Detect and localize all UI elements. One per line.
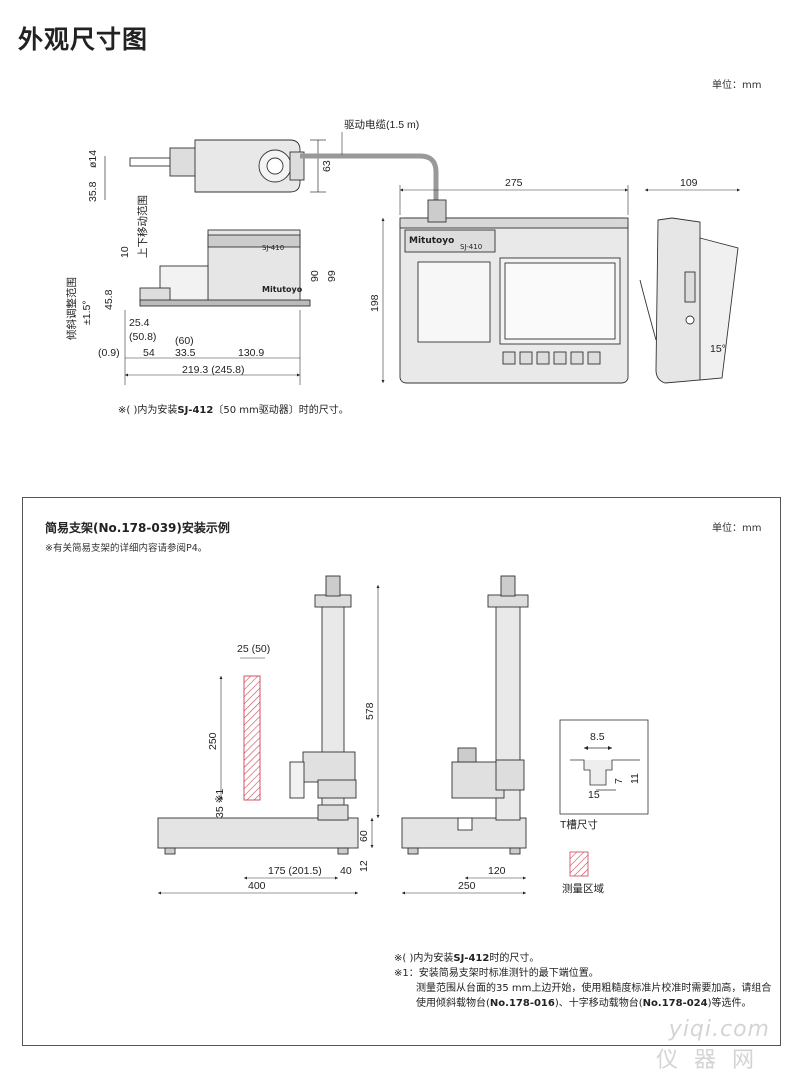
- tilt-label: 倾斜调整范围: [65, 277, 78, 340]
- page-title: 外观尺寸图: [18, 25, 149, 54]
- dim-109: 109: [680, 177, 698, 189]
- dim-60: 60: [358, 830, 370, 842]
- tilt-value: ±1.5°: [81, 300, 93, 325]
- dim-400: 400: [248, 880, 266, 892]
- dim-50-8: (50.8): [129, 331, 156, 343]
- dim-275: 275: [505, 177, 523, 189]
- main-unit-side: [639, 217, 739, 384]
- dim-phi14: ø14: [87, 150, 99, 168]
- updown-label: 上下移动范围: [136, 195, 149, 258]
- dim-63: 63: [321, 160, 333, 172]
- t-slot-label: T槽尺寸: [560, 818, 598, 831]
- detector-side-view: [139, 229, 311, 307]
- stand-subtitle: ※有关简易支架的详细内容请参阅P4。: [45, 543, 208, 554]
- dim-10: 10: [119, 246, 131, 258]
- stand-front: [157, 575, 359, 855]
- dim-90: 90: [309, 270, 321, 282]
- stand-section: [22, 497, 781, 1046]
- dim-54: 54: [143, 347, 155, 359]
- dim-99: 99: [326, 270, 338, 282]
- dim-250: 250: [207, 732, 219, 750]
- note-top: ※( )内为安装SJ-412〔50 mm驱动器〕时的尺寸。: [118, 405, 349, 416]
- dim-175: 175 (201.5): [268, 865, 322, 877]
- dim-40: 40: [340, 865, 352, 877]
- main-unit-front: [399, 199, 629, 384]
- dim-45-8: 45.8: [103, 289, 115, 310]
- stand-notes: ※( )内为安装SJ-412时的尺寸。 ※1：安装简易支架时标准测针的最下端位置…: [394, 953, 772, 1009]
- unit-model: SJ-410: [460, 243, 482, 251]
- t-15: 15: [588, 789, 600, 801]
- dim-35: 35 ※1: [214, 789, 226, 818]
- stand-side: [401, 575, 529, 855]
- dim-25-4: 25.4: [129, 317, 150, 329]
- watermark: yiqi.com 仪器网: [655, 1017, 770, 1073]
- side-brand: Mitutoyo: [262, 285, 303, 294]
- measure-area-label: 测量区域: [562, 882, 604, 895]
- t-11: 11: [629, 773, 641, 784]
- dim-35-8: 35.8: [87, 181, 99, 202]
- t-8-5: 8.5: [590, 731, 605, 743]
- dim-12: 12: [358, 860, 370, 872]
- dim-25-50: 25 (50): [237, 643, 270, 655]
- dim-33-5: 33.5: [175, 347, 196, 359]
- dim-250w: 250: [458, 880, 476, 892]
- dim-578: 578: [364, 702, 376, 720]
- dim-60: (60): [175, 335, 194, 347]
- cable-label: 驱动电缆(1.5 m): [344, 118, 419, 131]
- dim-0-9: (0.9): [98, 347, 120, 359]
- dim-total: 219.3 (245.8): [182, 364, 244, 376]
- angle-15: 15°: [710, 343, 726, 355]
- dim-198: 198: [369, 294, 381, 312]
- dim-130-9: 130.9: [238, 347, 264, 359]
- unit-brand: Mitutoyo: [409, 236, 454, 246]
- detector-top-view: [129, 139, 305, 193]
- measure-area-swatch: [569, 851, 589, 877]
- stand-unit-label: 单位：mm: [712, 523, 762, 534]
- side-model: SJ-410: [262, 244, 284, 252]
- dim-120: 120: [488, 865, 506, 877]
- unit-label: 单位：mm: [712, 80, 762, 91]
- t-slot-detail: [559, 719, 649, 815]
- stand-title: 简易支架(No.178-039)安装示例: [45, 521, 230, 535]
- t-7: 7: [613, 778, 625, 784]
